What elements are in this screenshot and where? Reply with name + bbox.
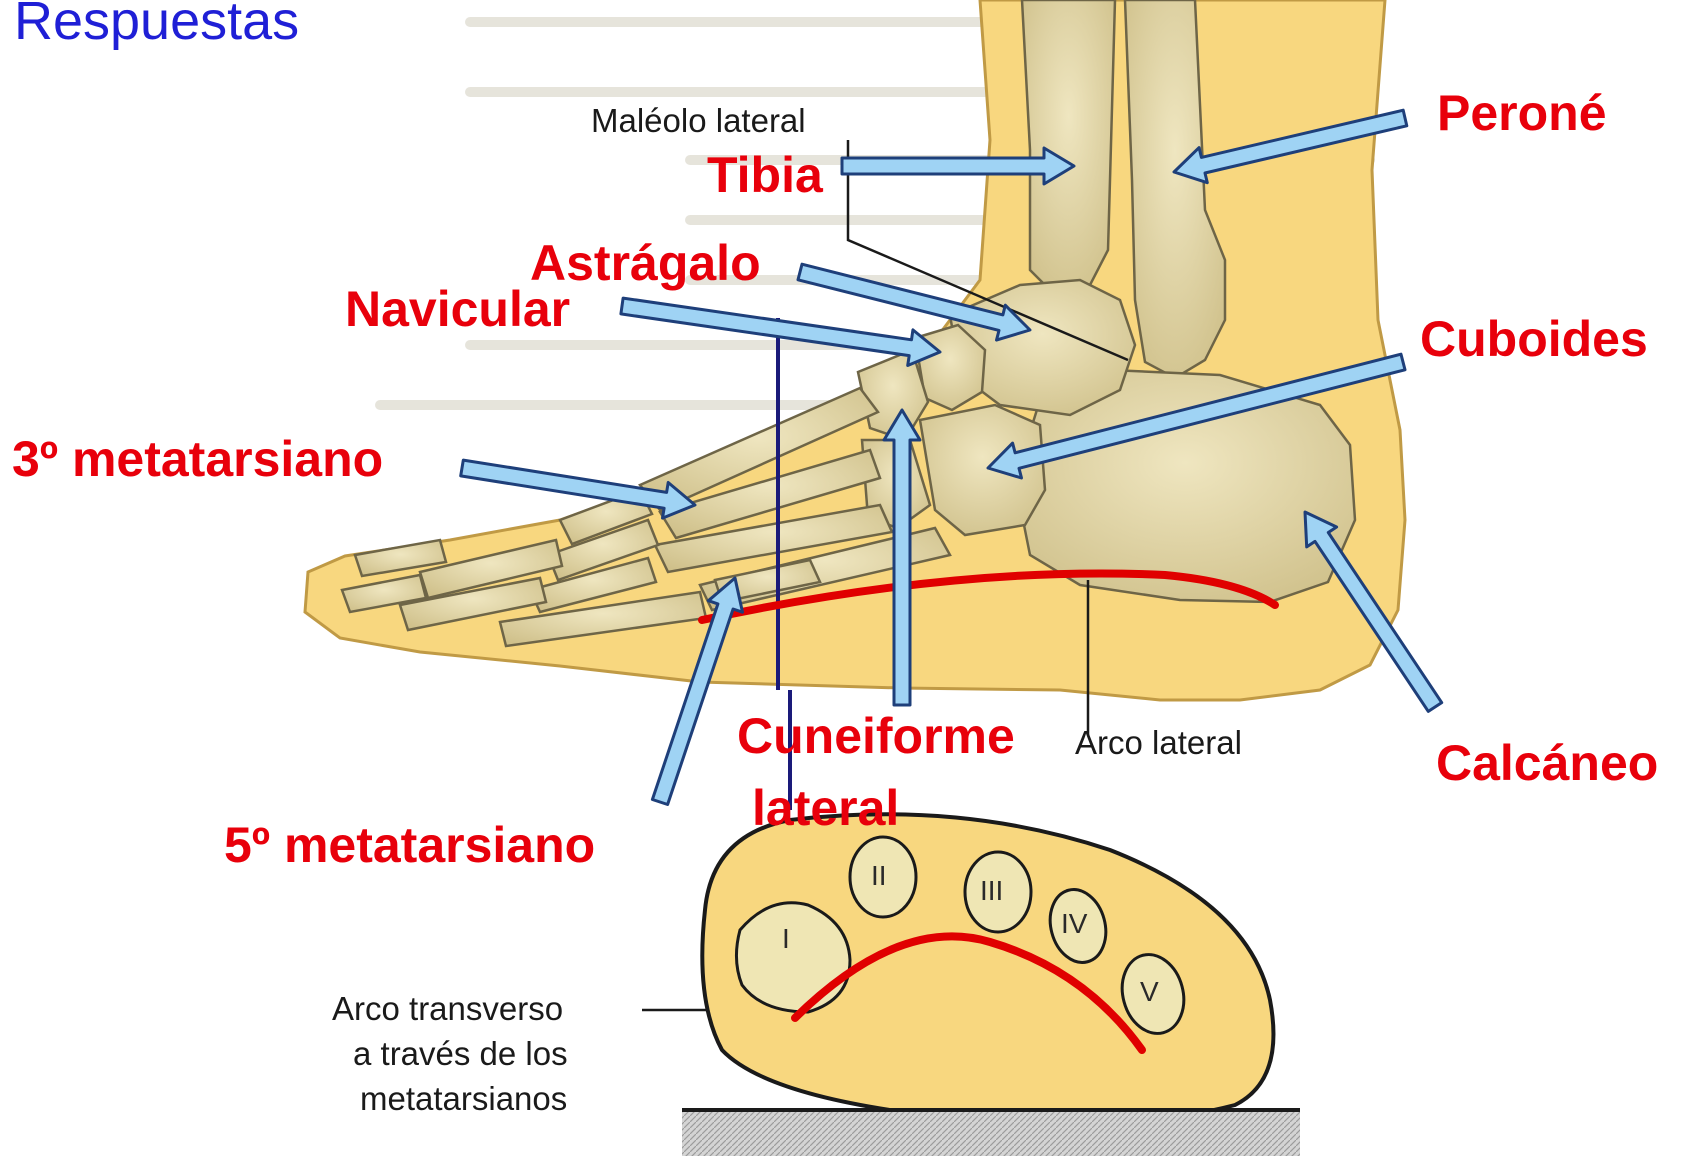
metatarsal-cross-section xyxy=(702,814,1273,1124)
label-lateral-malleolus: Maléolo lateral xyxy=(591,104,806,137)
floor xyxy=(682,1110,1300,1156)
label-navicular: Navicular xyxy=(345,284,570,334)
numeral-IV: IV xyxy=(1061,910,1087,938)
label-tibia: Tibia xyxy=(707,150,823,200)
label-lateral-cuneiform-line2: lateral xyxy=(752,783,899,833)
numeral-III: III xyxy=(980,877,1003,905)
label-transverse-arch-line1: Arco transverso xyxy=(332,992,563,1025)
numeral-II: II xyxy=(871,862,887,890)
label-fibula: Peroné xyxy=(1437,88,1607,138)
label-metatarsal-5: 5º metatarsiano xyxy=(224,820,595,870)
numeral-V: V xyxy=(1140,978,1159,1006)
page-heading: Respuestas xyxy=(14,0,299,48)
arrow-navicular xyxy=(621,298,940,365)
label-transverse-arch-line2: a través de los xyxy=(353,1037,568,1070)
label-calcaneus: Calcáneo xyxy=(1436,738,1658,788)
metatarsal-I-section xyxy=(736,903,850,1012)
label-lateral-cuneiform-line1: Cuneiforme xyxy=(737,711,1015,761)
numeral-I: I xyxy=(782,925,790,953)
label-transverse-arch-line3: metatarsianos xyxy=(360,1082,567,1115)
label-cuboid: Cuboides xyxy=(1420,314,1648,364)
label-lateral-arch: Arco lateral xyxy=(1075,726,1242,759)
label-metatarsal-3: 3º metatarsiano xyxy=(12,434,383,484)
